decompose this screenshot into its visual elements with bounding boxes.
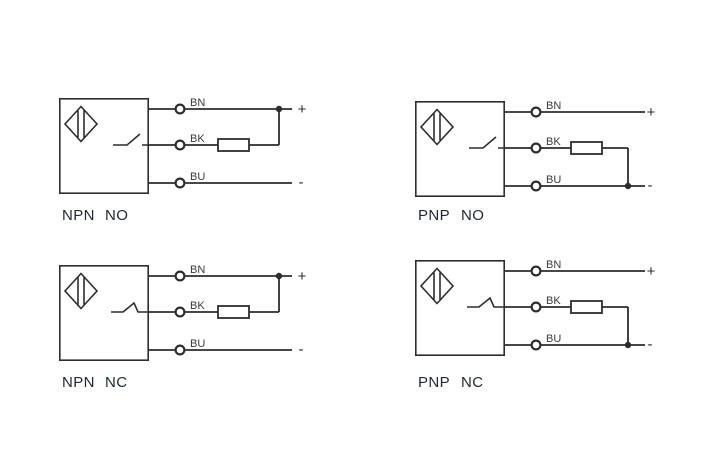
terminal-circle-bn [174, 270, 186, 282]
resistor [217, 138, 250, 152]
resistor [570, 300, 603, 314]
wire-label-bk: BK [190, 300, 205, 312]
wire-label-bn: BN [190, 264, 205, 276]
diagram-title-contact: NO [461, 207, 484, 224]
terminal-circle-bn [530, 265, 542, 277]
wire-label-bu: BU [546, 333, 561, 345]
wire-label-bn: BN [190, 97, 205, 109]
wire-label-bk: BK [190, 133, 205, 145]
switch-nc-icon [467, 296, 504, 308]
wire-bk [148, 109, 280, 146]
terminal-circle-bu [530, 180, 542, 192]
diagram-title-family: PNP [418, 374, 450, 391]
minus-terminal: - [648, 336, 653, 353]
minus-terminal: - [299, 174, 304, 191]
diagram-title-contact: NC [105, 374, 127, 391]
sensor-box [59, 265, 150, 362]
plus-terminal: + [647, 263, 656, 280]
wire-bk [504, 306, 629, 345]
terminal-circle-bk [174, 139, 186, 151]
diagram-title-family: NPN [62, 207, 95, 224]
resistor [570, 141, 603, 155]
terminal-circle-bu [174, 344, 186, 356]
wire-label-bu: BU [190, 338, 205, 350]
diagram-title-contact: NO [105, 207, 128, 224]
sensor-box [415, 260, 506, 357]
diagram-npn-nc: BN BK BU + - NPN NC [59, 264, 307, 391]
switch-nc-icon [111, 301, 148, 313]
diagram-title-family: NPN [62, 374, 95, 391]
terminal-circle-bk [530, 301, 542, 313]
sensor-diamond-icon [419, 108, 455, 146]
terminal-circle-bk [530, 142, 542, 154]
terminal-circle-bu [530, 339, 542, 351]
sensor-box [59, 98, 150, 195]
junction-dot [624, 341, 632, 349]
junction-dot [624, 182, 632, 190]
junction-dot [275, 105, 283, 113]
wire-label-bn: BN [546, 100, 561, 112]
plus-terminal: + [298, 268, 307, 285]
terminal-circle-bn [174, 103, 186, 115]
terminal-circle-bu [174, 177, 186, 189]
plus-terminal: + [298, 101, 307, 118]
wire-bk [504, 147, 629, 186]
plus-terminal: + [647, 104, 656, 121]
switch-no-icon [469, 136, 504, 149]
diagram-title-family: PNP [418, 207, 450, 224]
wire-label-bu: BU [190, 171, 205, 183]
diagram-title-contact: NC [461, 374, 483, 391]
terminal-circle-bk [174, 306, 186, 318]
minus-terminal: - [648, 177, 653, 194]
diagram-pnp-nc: BN BK BU + - PNP NC [415, 259, 656, 391]
diagram-pnp-no: BN BK BU + - PNP NO [415, 100, 656, 224]
minus-terminal: - [299, 341, 304, 358]
sensor-diamond-icon [419, 267, 455, 305]
wire-bk [148, 276, 280, 313]
switch-no-icon [113, 133, 148, 146]
diagram-npn-no: BN BK BU + - NPN NO [59, 97, 307, 224]
resistor [217, 305, 250, 319]
junction-dot [275, 272, 283, 280]
terminal-circle-bn [530, 106, 542, 118]
sensor-diamond-icon [63, 272, 99, 310]
wire-label-bk: BK [546, 136, 561, 148]
sensor-box [415, 101, 506, 198]
wire-label-bu: BU [546, 174, 561, 186]
wire-label-bn: BN [546, 259, 561, 271]
wire-label-bk: BK [546, 295, 561, 307]
sensor-diamond-icon [63, 105, 99, 143]
